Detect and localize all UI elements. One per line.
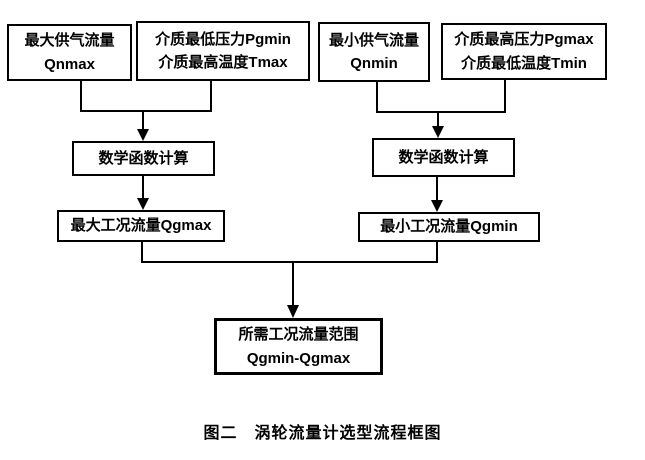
node-label: 介质最低温度Tmin: [461, 54, 587, 72]
node-max-supply-flow: 最大供气流量 Qnmax: [7, 24, 132, 81]
connector-left-merge: [80, 81, 212, 141]
arrowhead-icon: [137, 198, 149, 210]
arrowhead-icon: [432, 126, 444, 138]
arrowhead-icon: [431, 200, 443, 212]
connector-right-math-to-qgmin: [431, 177, 443, 212]
connector-left-math-to-qgmax: [137, 176, 149, 210]
node-min-pressure-max-temp: 介质最低压力Pgmin 介质最高温度Tmax: [136, 21, 310, 81]
node-label: 所需工况流量范围: [238, 326, 359, 344]
node-label: Qnmin: [350, 55, 398, 72]
node-label: 最大供气流量: [24, 32, 115, 50]
node-label: Qgmin-Qgmax: [246, 349, 351, 367]
node-label: 最大工况流量Qgmax: [70, 217, 212, 235]
node-label: 最小工况流量Qgmin: [380, 218, 518, 236]
figure-caption: 图二 涡轮流量计选型流程框图: [203, 425, 442, 442]
node-label: 数学函数计算: [98, 149, 189, 167]
node-min-supply-flow: 最小供气流量 Qnmin: [318, 22, 430, 82]
node-math-function-calc-right: 数学函数计算: [372, 138, 515, 177]
node-label: 介质最低压力Pgmin: [155, 30, 291, 48]
node-max-working-flow: 最大工况流量Qgmax: [57, 210, 225, 242]
node-label: Qnmax: [44, 55, 95, 73]
node-required-flow-range: 所需工况流量范围 Qgmin-Qgmax: [214, 318, 383, 375]
node-label: 介质最高压力Pgmax: [454, 31, 594, 49]
node-label: 介质最高温度Tmax: [158, 54, 288, 71]
node-label: 数学函数计算: [398, 148, 489, 166]
node-math-function-calc-left: 数学函数计算: [72, 141, 215, 176]
node-max-pressure-min-temp: 介质最高压力Pgmax 介质最低温度Tmin: [441, 23, 607, 80]
node-min-working-flow: 最小工况流量Qgmin: [358, 212, 540, 242]
node-label: 最小供气流量: [328, 31, 419, 49]
connector-right-merge: [376, 80, 506, 138]
arrowhead-icon: [287, 305, 299, 318]
arrowhead-icon: [137, 129, 149, 141]
connector-bottom-merge: [141, 242, 438, 318]
